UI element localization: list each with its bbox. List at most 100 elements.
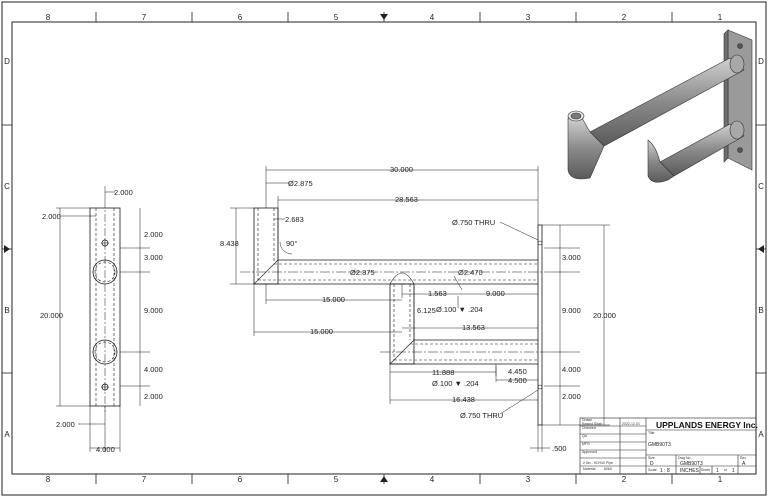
dim-side-seg2: 3.000 xyxy=(144,253,163,262)
dim-wall-offset: 2.683 xyxy=(285,215,304,224)
title-block xyxy=(579,417,757,475)
dim-side-seg4: 4.000 xyxy=(144,365,163,374)
zone-col-7: 7 xyxy=(142,13,147,22)
dim-len-4450: 4.450 xyxy=(508,367,527,376)
dim-len-15b: 15.000 xyxy=(310,327,333,336)
tb-rev: A xyxy=(742,461,746,467)
side-view-plate xyxy=(89,207,121,407)
tb-dwg-no: GMB90T3 xyxy=(680,461,703,467)
tb-checked-label: Checked xyxy=(582,426,596,430)
dim-plate-3000: 3.000 xyxy=(562,253,581,262)
zone-row-c-right: C xyxy=(758,182,764,191)
iso-lower-riser xyxy=(647,139,675,183)
zone-col-3: 3 xyxy=(526,13,531,22)
tb-title: GMB90T3 xyxy=(648,442,671,448)
side-view xyxy=(56,186,150,452)
dim-plate-2000: 2.000 xyxy=(562,392,581,401)
zone-col-1: 1 xyxy=(718,13,723,22)
front-view-wall-plate xyxy=(537,224,543,426)
dim-side-seg1: 2.000 xyxy=(144,230,163,239)
dim-pipe-dia: Ø2.875 xyxy=(288,179,313,188)
side-view-pipe-top xyxy=(92,259,118,285)
tb-drawn-label: Drawn xyxy=(582,418,592,422)
tb-size: D xyxy=(650,461,654,467)
front-view xyxy=(230,166,610,452)
tb-drawn-by: Rashid Shah xyxy=(582,422,602,426)
zone-col-8-bottom: 8 xyxy=(46,475,51,484)
tb-rev-label: Rev xyxy=(740,456,746,460)
zone-row-d-right: D xyxy=(758,57,764,66)
center-mark-right xyxy=(758,245,764,253)
center-mark-bottom xyxy=(380,476,388,482)
zone-col-3-bottom: 3 xyxy=(526,475,531,484)
tb-sheet-label: Sheet xyxy=(701,468,710,472)
dim-inner-length: 28.563 xyxy=(395,195,418,204)
zone-col-5: 5 xyxy=(334,13,339,22)
dim-len-16438: 16.438 xyxy=(452,395,475,404)
center-mark-left xyxy=(4,245,10,253)
tb-date: 2022-12-01 xyxy=(622,422,640,426)
tb-sheets: 1 xyxy=(732,468,735,474)
dim-side-left-offset: 2.000 xyxy=(42,212,61,221)
tb-size-label: Size xyxy=(648,456,655,460)
zone-row-a-right: A xyxy=(758,430,764,439)
tb-title-label: Title xyxy=(648,431,655,435)
front-view-riser xyxy=(253,207,279,285)
isometric-view xyxy=(567,29,753,183)
dim-plate-4000: 4.000 xyxy=(562,365,581,374)
zone-row-b: B xyxy=(4,306,9,315)
dim-hole-thru-top: Ø.750 THRU xyxy=(452,218,495,227)
dim-len-6125: 6.125 xyxy=(417,306,436,315)
dim-pipe-dia-mid: Ø2.875 xyxy=(350,268,375,277)
dim-hole-100-bottom: Ø.100 ▼ .204 xyxy=(432,379,479,388)
zone-row-c: C xyxy=(4,182,10,191)
zone-row-a: A xyxy=(4,430,10,439)
zone-ticks xyxy=(2,12,766,484)
zone-col-5-bottom: 5 xyxy=(334,475,339,484)
tb-scale-label: Scale xyxy=(648,468,657,472)
side-view-pipe-bottom xyxy=(92,339,118,365)
zone-col-8: 8 xyxy=(46,13,51,22)
tb-of-label: of xyxy=(724,468,727,472)
dim-side-bottom-width: 4.000 xyxy=(96,445,115,454)
zone-col-6-bottom: 6 xyxy=(238,475,243,484)
tb-material-label: Material xyxy=(583,467,596,471)
dim-overall-length: 30.000 xyxy=(390,165,413,174)
tb-company: UPPLANDS ENERGY Inc. xyxy=(656,420,758,430)
dim-hole-thru-bottom: Ø.750 THRU xyxy=(460,411,503,420)
dim-side-top-width: 2.000 xyxy=(114,188,133,197)
tb-size-note: 2.5in - SCH40 Pipe xyxy=(583,461,613,465)
zone-col-4-bottom: 4 xyxy=(430,475,435,484)
zone-col-1-bottom: 1 xyxy=(718,475,723,484)
dim-plate-9000: 9.000 xyxy=(562,306,581,315)
tb-scale: 1 : 8 xyxy=(660,468,670,474)
dim-height: 8.438 xyxy=(220,239,239,248)
zone-col-4: 4 xyxy=(430,13,435,22)
side-view-dimensions: 2.000 2.000 20.000 2.000 3.000 9.000 4.0… xyxy=(40,188,163,454)
dim-hole-100-top: Ø.100 ▼ .204 xyxy=(436,305,483,314)
dim-len-1563: 1.563 xyxy=(428,289,447,298)
zone-row-d: D xyxy=(4,57,10,66)
zone-col-2-bottom: 2 xyxy=(622,475,627,484)
dim-plate-thickness: .500 xyxy=(552,444,567,453)
tb-sheet: 1 xyxy=(716,468,719,474)
dim-plate-20000: 20.000 xyxy=(593,311,616,320)
zone-col-2: 2 xyxy=(622,13,627,22)
zone-col-7-bottom: 7 xyxy=(142,475,147,484)
iso-upper-riser xyxy=(567,117,605,180)
dim-len-4500: 4.500 xyxy=(508,376,527,385)
zone-col-6: 6 xyxy=(238,13,243,22)
dim-side-bottom-offset: 2.000 xyxy=(56,420,75,429)
zone-rows: D C B A D C B A xyxy=(4,57,764,439)
dim-len-9000: 9.000 xyxy=(486,289,505,298)
dim-len-13563: 13.563 xyxy=(462,323,485,332)
tb-mfg-label: MFG xyxy=(582,442,590,446)
center-mark-top xyxy=(380,14,388,20)
dim-len-15a: 15.000 xyxy=(322,295,345,304)
tb-units: INCHES xyxy=(680,468,700,474)
front-view-dimensions: 30.000 Ø2.875 28.563 2.683 8.438 90° Ø.7… xyxy=(220,165,616,453)
tb-material: 6060 xyxy=(604,467,612,471)
dim-side-seg3: 9.000 xyxy=(144,306,163,315)
